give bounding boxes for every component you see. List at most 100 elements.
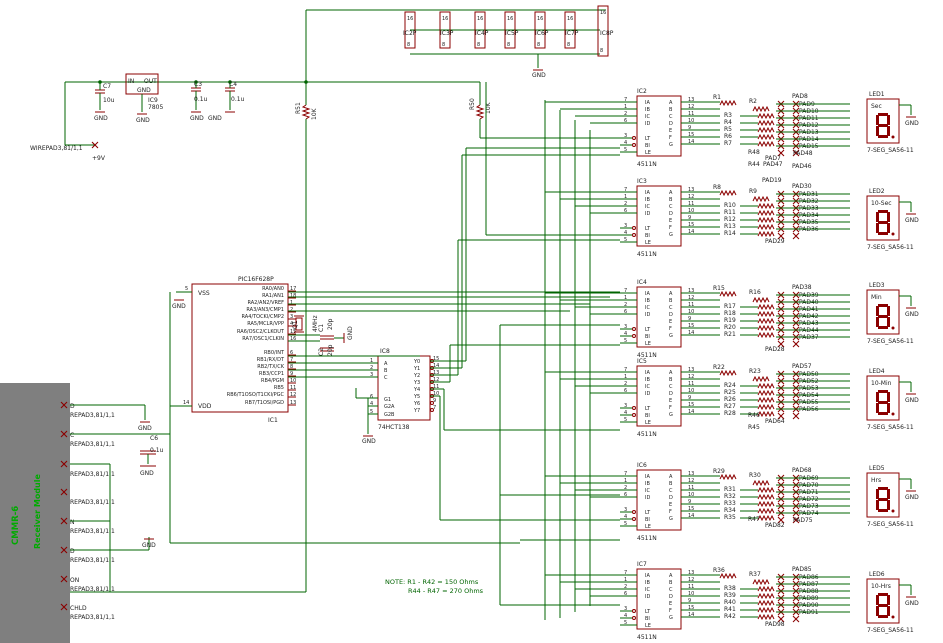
resistor-ref: R19 — [724, 317, 736, 324]
decoder-in-pin: A — [384, 361, 388, 367]
resistor — [757, 396, 775, 404]
pin-number: 3 — [624, 606, 627, 612]
gnd-label: GND — [905, 494, 919, 501]
resistor-ref: R41 — [724, 606, 736, 613]
ic-right-pin: E — [669, 218, 672, 224]
resistor — [757, 599, 775, 607]
gnd-label: GND — [136, 117, 150, 124]
resistor-ref: R35 — [724, 514, 736, 521]
digit-eight-glyph — [876, 487, 895, 513]
c7-value: 10u — [103, 97, 115, 104]
receiver-pin-x — [60, 575, 68, 583]
ic-right-pin: A — [669, 100, 673, 106]
pin-number: 16 — [537, 16, 543, 22]
resistor-ref: R8 — [713, 184, 721, 191]
pad-label: PAD29 — [765, 238, 785, 245]
pin-number: 9 — [290, 371, 293, 377]
resistor — [757, 230, 775, 238]
resistor — [757, 500, 775, 508]
resistor — [752, 296, 770, 304]
resistor-ref: R18 — [724, 310, 736, 317]
resistor-ref: R42 — [724, 613, 736, 620]
c2-value: 20p — [327, 344, 334, 356]
pin-number: 4 — [290, 321, 293, 327]
ic2p-label: IC2P — [403, 30, 417, 37]
decoder-out-pin: Y6 — [413, 401, 420, 407]
decoder-out-pin: Y5 — [413, 394, 420, 400]
pin-number: 15 — [688, 605, 694, 611]
ic6p-label: IC6P — [535, 30, 549, 37]
pin-number: 9 — [688, 125, 691, 131]
led-label: Sec — [871, 103, 882, 110]
pin-number: 4 — [624, 514, 627, 520]
pin-number: 5 — [624, 147, 627, 153]
pin-number: 14 — [688, 612, 694, 618]
ic3p-label: IC3P — [440, 30, 454, 37]
receiver-pin-x — [60, 517, 68, 525]
pin-number: 3 — [624, 507, 627, 513]
pin-number: 7 — [624, 471, 627, 477]
pin-number: 2 — [624, 302, 627, 308]
pin-number: 6 — [624, 388, 627, 394]
pin-number: 6 — [624, 492, 627, 498]
led-ref: LED6 — [869, 571, 885, 578]
mcu-pin-label: RA5/MCLR/VPP — [247, 321, 284, 327]
resistor-ref: R29 — [713, 468, 725, 475]
pin-number: 5 — [185, 286, 188, 292]
gnd-label: GND — [362, 438, 376, 445]
ic-right-pin: G — [669, 333, 673, 339]
cap-c3: C3 0.1u GND — [190, 81, 208, 122]
pad-label: PAD68 — [792, 467, 812, 474]
led-ref: LED5 — [869, 465, 885, 472]
wirepad-label: WIREPAD3,81/1,1 — [30, 145, 83, 152]
resistor-ref: R27 — [724, 403, 736, 410]
pin-number: 6 — [624, 309, 627, 315]
resistor — [757, 324, 775, 332]
resistor — [719, 189, 737, 197]
ic-left-pin: IC — [645, 587, 650, 593]
pad-column: PAD30PAD31PAD32PAD33PAD34PAD35PAD36PAD29… — [762, 163, 850, 245]
ic-left-pin: LE — [645, 524, 651, 530]
pin-number: 12 — [290, 392, 296, 398]
pin-number: 18 — [290, 293, 296, 299]
resistor-r50: R50 10K — [469, 98, 492, 138]
resistor-ref: R7 — [724, 140, 732, 147]
pin-number: 9 — [688, 598, 691, 604]
mcu-pin-label: RA3/AN3/CMP1 — [246, 307, 284, 313]
resistor-ref: R14 — [724, 230, 736, 237]
digit-eight-glyph — [876, 390, 895, 416]
pad-label: PAD7 — [765, 155, 781, 162]
gnd-label: GND — [905, 120, 919, 127]
pin-number: 15 — [688, 222, 694, 228]
ic-right-pin: G — [669, 412, 673, 418]
mcu-ref: IC1 — [268, 417, 278, 424]
gnd-label: GND — [905, 397, 919, 404]
r51-ref: R51 — [295, 102, 302, 114]
ic-part: 4511N — [637, 431, 657, 438]
led-ref: LED1 — [869, 91, 885, 98]
ic-left-pin: BI — [645, 616, 650, 622]
pin-number: 15 — [688, 132, 694, 138]
resistor — [757, 317, 775, 325]
resistor-ref: R25 — [724, 389, 736, 396]
led-label: Min — [871, 294, 882, 301]
pad-x-mark — [792, 615, 800, 623]
pin-number: 4 — [624, 613, 627, 619]
decoder-out-pin: Y3 — [413, 380, 420, 386]
pad-column: PAD68PAD69PAD70PAD71PAD72PAD73PAD74PAD82… — [748, 467, 850, 529]
gnd-label: GND — [905, 217, 919, 224]
gnd-label: GND — [532, 72, 546, 79]
cap-c4: C4 0.1u GND — [208, 81, 245, 122]
led-part: 7-SEG_SA56-11 — [867, 147, 914, 154]
receiver-pad-label: REPAD3,81/1,1 — [70, 557, 115, 564]
pin-number: 4 — [624, 410, 627, 416]
receiver-pin-label: CHLD — [70, 605, 87, 612]
pin-number: 10 — [688, 309, 694, 315]
ic-left-pin: LE — [645, 420, 651, 426]
resistor — [757, 133, 775, 141]
resistor — [719, 99, 737, 107]
resistor — [752, 578, 770, 586]
